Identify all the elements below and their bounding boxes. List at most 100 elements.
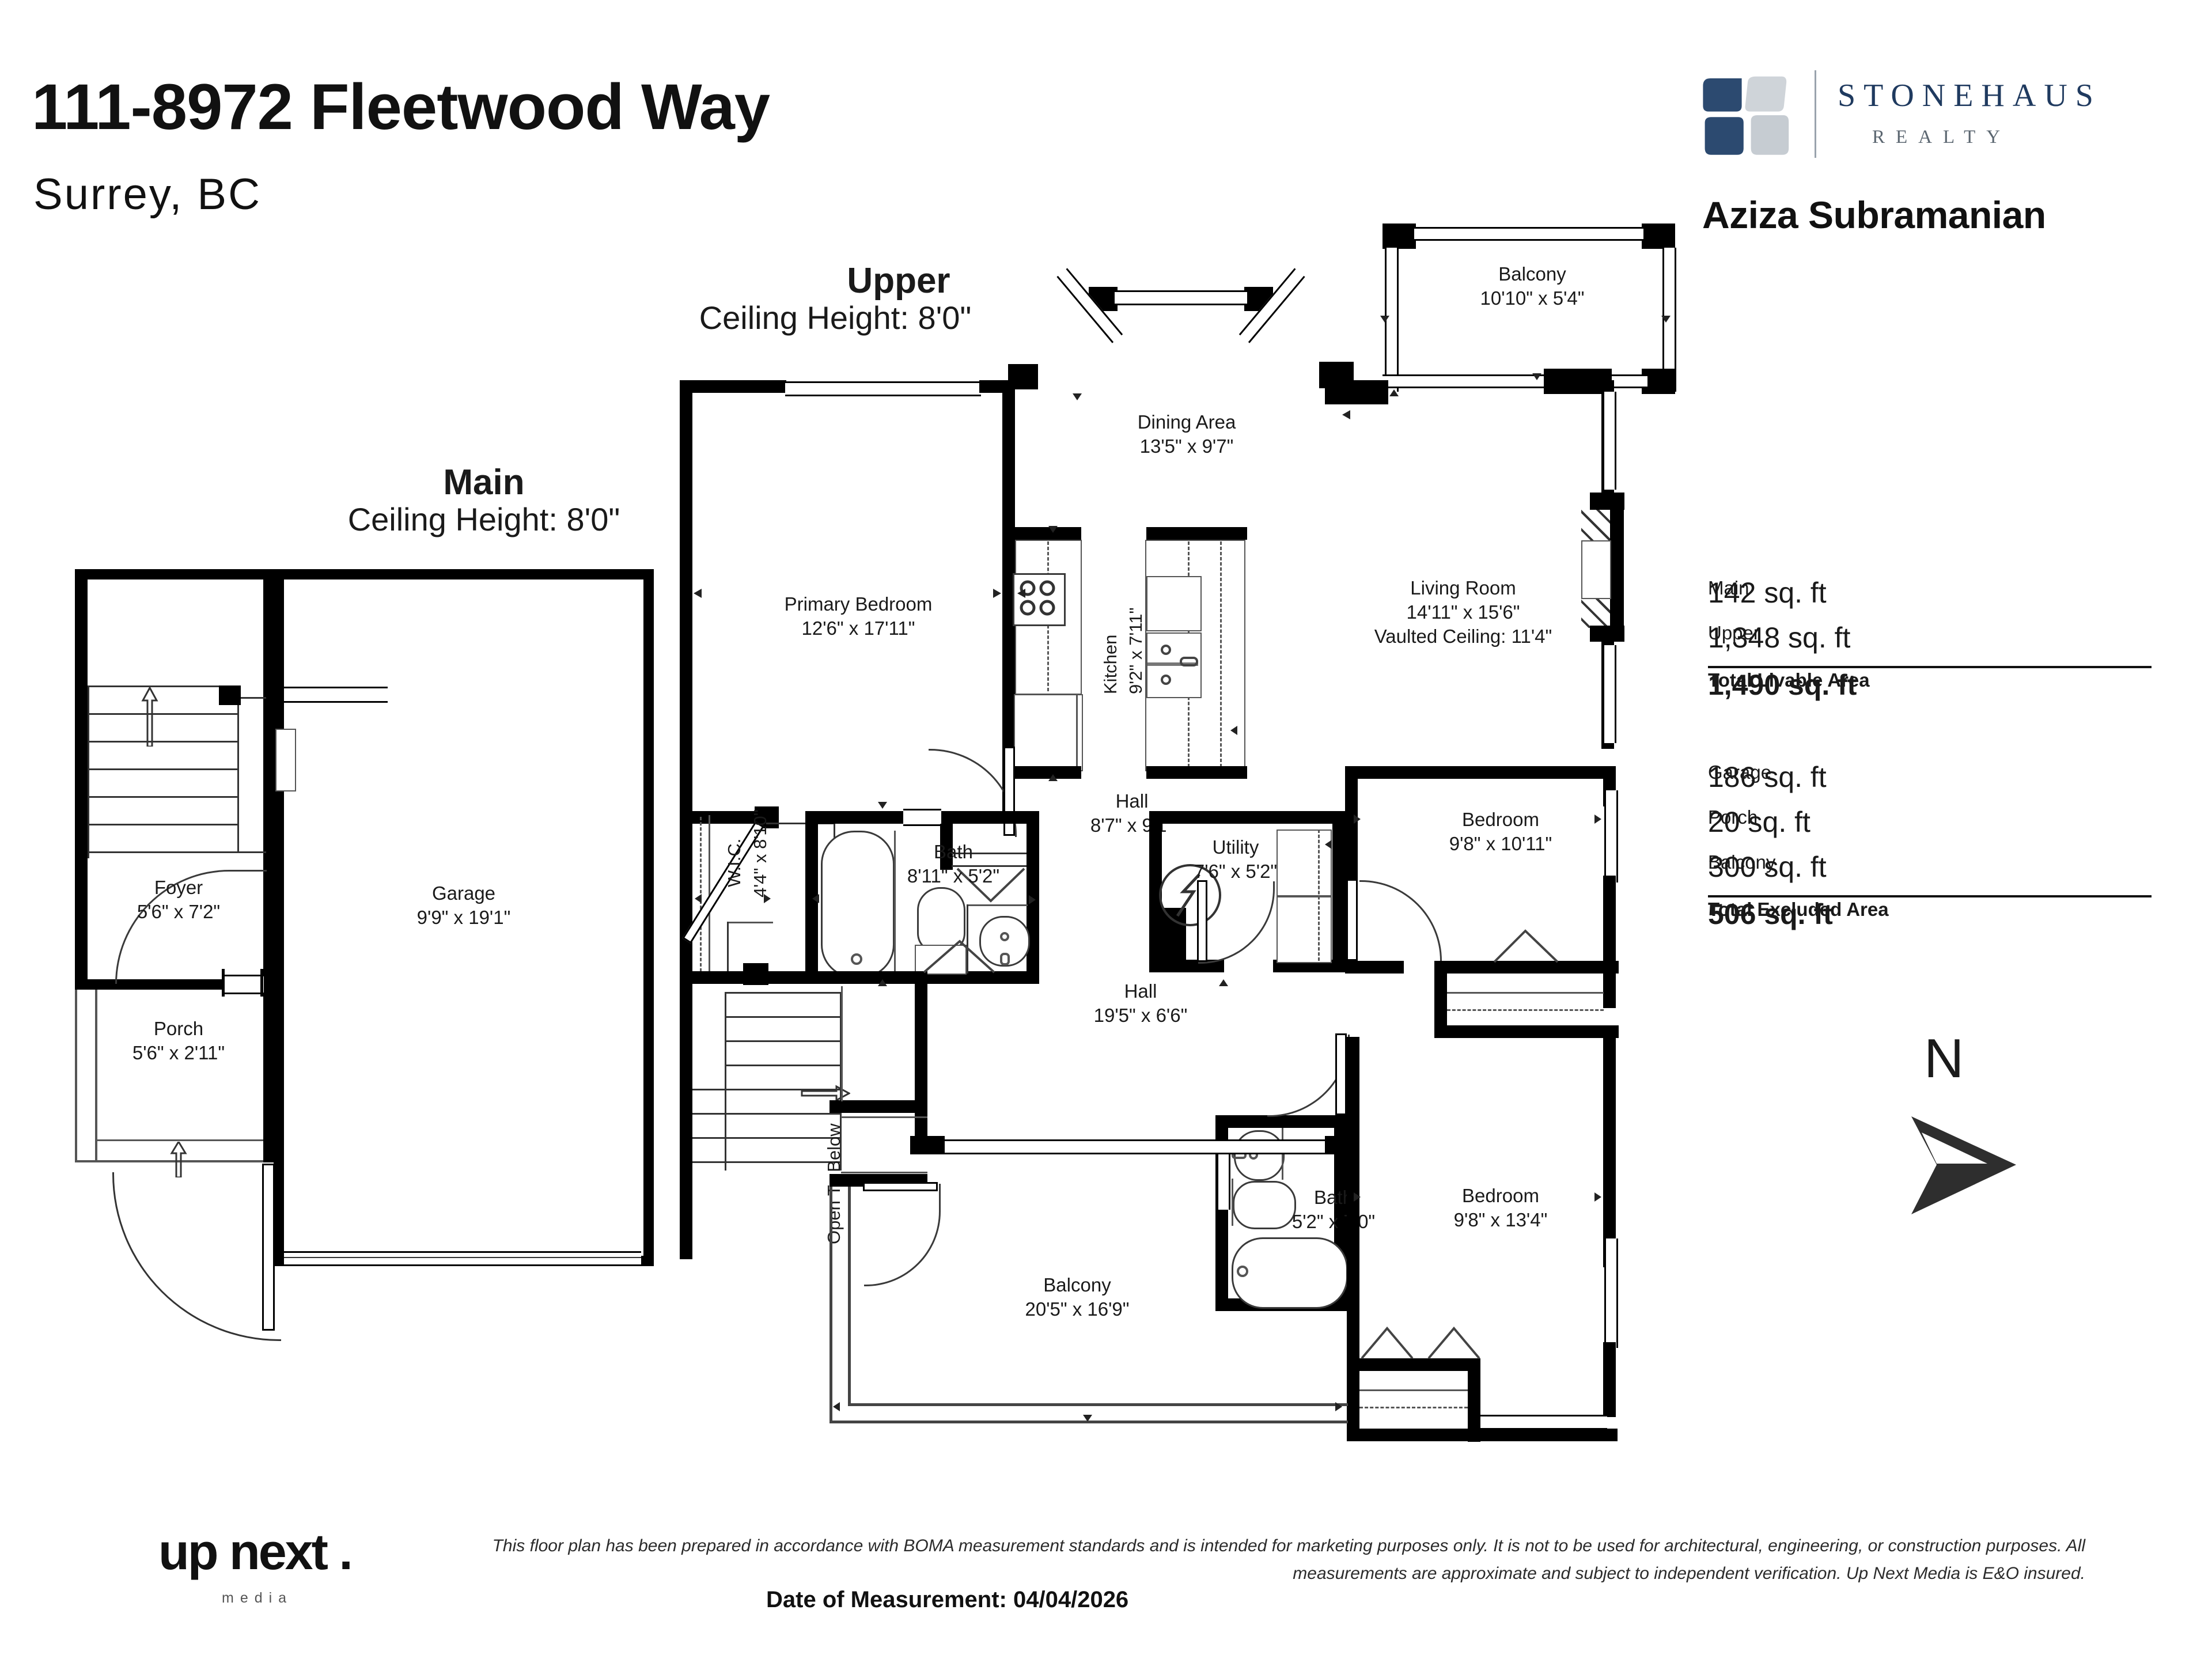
door-jamb — [260, 969, 263, 997]
wall — [1590, 493, 1624, 510]
upper-floor-plan: Balcony 10'10" x 5'4" Primary Bedroom 12… — [680, 224, 1676, 1442]
room-name: Bedroom — [1462, 1185, 1539, 1206]
balcony-rail — [1414, 227, 1643, 241]
wall — [1347, 1037, 1359, 1440]
room-name: Garage — [431, 882, 496, 904]
balcony-door-arc — [864, 1184, 941, 1286]
wall — [680, 380, 786, 393]
range-cooktop — [1013, 573, 1066, 626]
wall — [1215, 1115, 1347, 1128]
door-leaf — [863, 1182, 938, 1191]
porch-edge — [75, 1160, 271, 1162]
room-label-balcony-large: Balcony 20'5" x 16'9" — [974, 1273, 1181, 1321]
door-leaf — [1197, 880, 1207, 962]
area-label: Total Livable Area — [1708, 669, 1870, 691]
room-dimensions: 5'2" x 7'0" — [1291, 1211, 1376, 1233]
stair-tread — [725, 1040, 840, 1042]
closet-shelf — [841, 986, 843, 1101]
floor-caption-main: Main Ceiling Height: 8'0" — [323, 464, 645, 538]
wall — [1002, 380, 1015, 812]
wall — [1603, 876, 1616, 1008]
wall — [1358, 961, 1404, 974]
room-label-garage: Garage 9'9" x 19'1" — [372, 881, 556, 930]
floor-ceiling-height: Ceiling Height: 8'0" — [347, 501, 620, 538]
date-of-measurement: Date of Measurement: 04/04/2026 — [766, 1587, 1129, 1612]
wall — [1015, 527, 1081, 540]
agent-name: Aziza Subramanian — [1702, 194, 2046, 236]
washer — [1277, 830, 1332, 896]
wall — [1149, 811, 1345, 824]
dryer — [1277, 896, 1332, 963]
entry-direction-arrow-icon — [170, 1142, 187, 1177]
bedroom-window — [785, 381, 981, 396]
door-leaf — [1335, 1033, 1347, 1115]
closet-peak-icon — [1493, 929, 1559, 963]
compass: N — [1901, 1031, 2051, 1227]
room-label-bedroom3: Bedroom 9'8" x 13'4" — [1406, 1184, 1596, 1232]
bath-door-opening — [903, 809, 941, 826]
wic-shelf — [727, 922, 773, 923]
island-cabinet — [1146, 576, 1202, 631]
bathtub — [1232, 1237, 1348, 1309]
room-name: Porch — [153, 1018, 204, 1039]
room-label-kitchen: Kitchen — [1099, 635, 1122, 694]
room-label-balcony-upper: Balcony 10'10" x 5'4" — [1434, 262, 1630, 310]
living-room-window — [1603, 645, 1616, 743]
area-label: Upper — [1708, 622, 1760, 643]
room-dimensions: 13'5" x 9'7" — [1139, 435, 1234, 457]
bedroom2-door-arc — [1359, 880, 1442, 963]
wall — [940, 824, 953, 870]
room-dimensions: 19'5" x 6'6" — [1093, 1005, 1188, 1027]
room-name: Balcony — [1498, 263, 1566, 285]
wall — [75, 569, 276, 579]
area-value: 506 sq. ft — [1708, 898, 1833, 930]
faucet-icon — [1000, 932, 1010, 965]
closet-shelf — [841, 1116, 927, 1118]
wall — [1146, 766, 1247, 779]
area-value: 300 sq. ft — [1708, 851, 1827, 883]
area-value: 20 sq. ft — [1708, 806, 1810, 838]
wic-door-jamb — [766, 823, 835, 824]
stair-tread — [692, 1113, 840, 1115]
room-dimensions: 5'6" x 2'11" — [132, 1042, 225, 1064]
linen-shelf — [952, 865, 1027, 867]
wall — [1544, 369, 1612, 394]
wall — [1146, 527, 1247, 540]
wall — [940, 811, 1039, 824]
wall — [1325, 1136, 1349, 1154]
wall — [830, 1100, 927, 1113]
balcony-rail-outline — [848, 1403, 1348, 1406]
room-name: Dining Area — [1137, 411, 1236, 433]
bedroom3-window — [1480, 1415, 1607, 1430]
garage-window — [284, 687, 388, 703]
stair-tread — [725, 1016, 840, 1018]
room-name: Kitchen — [1100, 634, 1120, 694]
room-dimensions: 5'6" x 7'2" — [137, 901, 221, 923]
porch-edge — [75, 990, 77, 1162]
cooktop-burners-icon — [1020, 580, 1055, 616]
wall — [75, 569, 88, 990]
closet-dash — [1359, 1407, 1468, 1408]
toilet-tank — [1232, 1179, 1233, 1226]
balcony-rail — [1385, 248, 1399, 392]
toilet-tank — [915, 945, 967, 975]
sink-fixtures-icon — [1147, 645, 1198, 685]
upnext-logo-sub: media — [222, 1590, 293, 1606]
table-row-total-livable: Total Livable Area 1,490 sq. ft — [1708, 668, 2152, 713]
room-dimensions: 9'9" x 19'1" — [416, 907, 511, 929]
garage-side-door — [275, 729, 296, 791]
tub-edge — [894, 831, 896, 975]
stair-up-arrow-icon — [141, 687, 158, 747]
room-label-foyer: Foyer 5'6" x 7'2" — [86, 876, 271, 924]
closet-dash — [1447, 1009, 1604, 1011]
balcony-rail-outline — [830, 1187, 832, 1423]
room-name: Utility — [1212, 836, 1259, 858]
room-name: Hall — [1115, 790, 1149, 812]
north-arrow-icon — [1911, 1116, 2016, 1214]
room-dimensions: 14'11" x 15'6" — [1406, 601, 1520, 623]
stair-tread — [88, 685, 237, 687]
brokerage-logo: STONEHAUS REALTY — [1699, 58, 2183, 190]
tub-drain-icon — [851, 953, 862, 965]
tub-drain-icon — [1237, 1266, 1248, 1277]
wall — [910, 1136, 945, 1154]
